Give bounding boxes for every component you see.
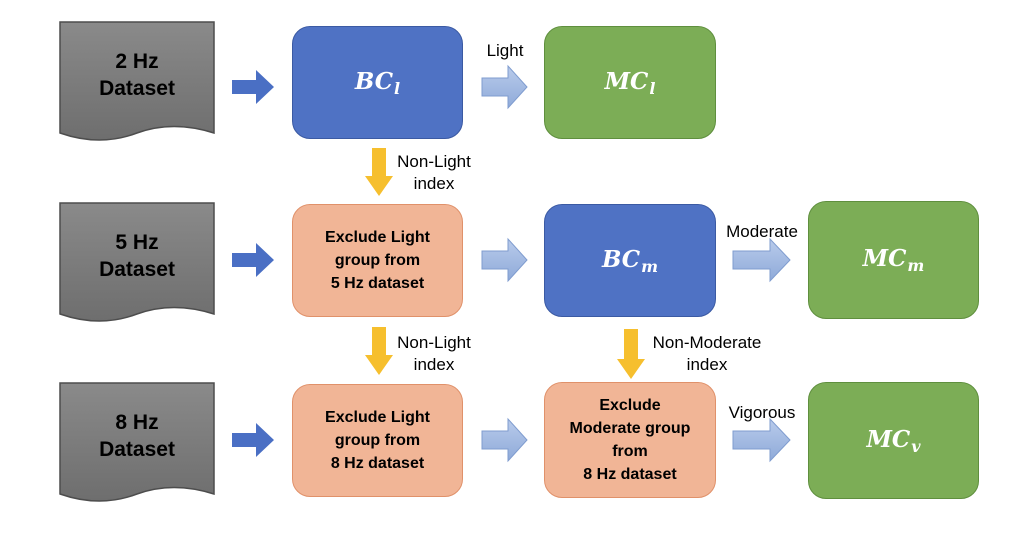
bc-light-node: BCl <box>292 26 463 139</box>
arrow-bcm-to-mcm <box>732 237 791 283</box>
arrow-2hz-to-bcl <box>232 70 274 104</box>
bc-moderate-label: BCm <box>601 245 659 276</box>
exclude-light-8hz-node: Exclude Light group from 8 Hz dataset <box>292 384 463 497</box>
edge-label-vigorous: Vigorous <box>728 403 796 422</box>
bc-light-label: BCl <box>354 67 401 98</box>
mc-vigorous-label: MCv <box>866 425 921 456</box>
exclude-moderate-8hz-node: Exclude Moderate group from 8 Hz dataset <box>544 382 716 498</box>
arrow-excludemod-to-mcv <box>732 417 791 463</box>
mc-moderate-label: MCm <box>862 245 925 275</box>
mc-vigorous-node: MCv <box>808 382 979 499</box>
mc-moderate-node: MCm <box>808 201 979 319</box>
arrow-exclude5-to-bcm <box>481 237 528 283</box>
edge-label-non-light-2: Non-Light index <box>397 333 471 374</box>
dataset-doc-2hz <box>59 21 215 141</box>
mc-light-node: MCl <box>544 26 716 139</box>
dataset-doc-5hz <box>59 202 215 322</box>
dataset-label-8hz: 8 Hz Dataset <box>99 411 175 461</box>
dataset-doc-8hz <box>59 382 215 502</box>
arrow-bcl-down <box>365 148 393 196</box>
edge-label-non-light-1: Non-Light index <box>397 152 471 193</box>
exclude-light-5hz-node: Exclude Light group from 5 Hz dataset <box>292 204 463 317</box>
bc-moderate-node: BCm <box>544 204 716 317</box>
arrow-8hz-to-exclude-light <box>232 423 274 457</box>
arrow-bcm-down <box>617 329 645 379</box>
dataset-label-5hz: 5 Hz Dataset <box>99 231 175 281</box>
exclude-light-5hz-text: Exclude Light group from 5 Hz dataset <box>325 229 430 292</box>
arrow-5hz-to-exclude-light <box>232 243 274 277</box>
edge-label-non-moderate: Non-Moderate index <box>652 333 762 374</box>
arrow-bcl-to-mcl <box>481 64 528 110</box>
dataset-label-2hz: 2 Hz Dataset <box>99 50 175 100</box>
arrow-exclude8-to-excludemod <box>481 417 528 463</box>
mc-light-label: MCl <box>604 67 656 98</box>
exclude-light-8hz-text: Exclude Light group from 8 Hz dataset <box>325 409 430 472</box>
exclude-moderate-8hz-text: Exclude Moderate group from 8 Hz dataset <box>569 397 691 483</box>
edge-label-moderate: Moderate <box>726 222 798 241</box>
arrow-exclude5-down <box>365 327 393 375</box>
edge-label-light: Light <box>486 41 524 60</box>
